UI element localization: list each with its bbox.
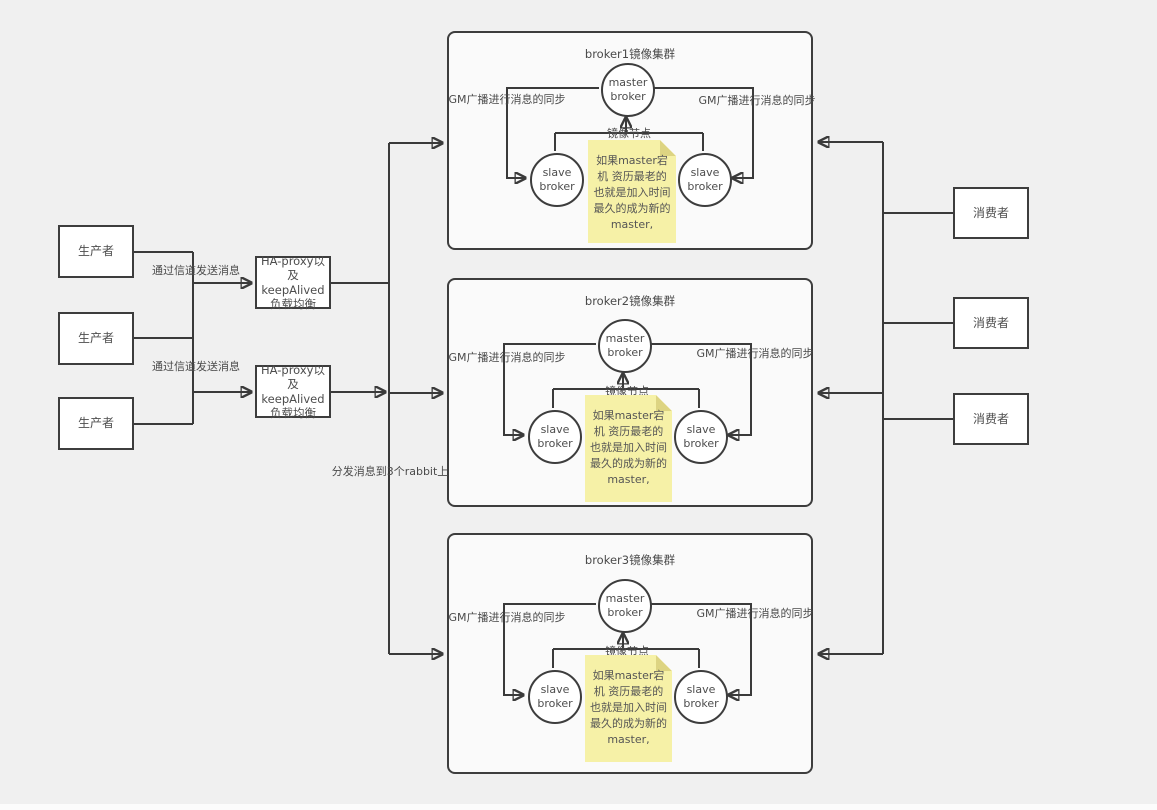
gm-sync-label-left: GM广播进行消息的同步 xyxy=(448,351,566,364)
broker-cluster[interactable]: broker3镜像集群 GM广播进行消息的同步 GM广播进行消息的同步 镜像节点… xyxy=(447,533,814,774)
broker-cluster[interactable]: broker1镜像集群 GM广播进行消息的同步 GM广播进行消息的同步 镜像节点… xyxy=(447,31,816,250)
note-text: 如果master宕 机 资历最老的 也就是加入时间 最久的成为新的 master… xyxy=(590,669,667,746)
mirror-node-label: 镜像节点 xyxy=(607,127,651,140)
gm-sync-label-left: GM广播进行消息的同步 xyxy=(448,611,566,624)
gm-sync-label-left: GM广播进行消息的同步 xyxy=(448,93,566,106)
canvas-bottom-margin xyxy=(0,804,1157,810)
consumer-label: 消费者 xyxy=(972,205,1009,220)
consumer-branch-lines xyxy=(883,212,953,420)
producer-label: 生产者 xyxy=(77,331,114,345)
producer-box-2[interactable]: 生产者 xyxy=(58,312,134,365)
master-broker-node[interactable]: master broker xyxy=(598,319,652,373)
load-balancer-label: HA-proxy以 及 keepAlived 负载均衡 xyxy=(261,362,325,420)
producer-box-1[interactable]: 生产者 xyxy=(58,225,134,278)
consumer-label: 消费者 xyxy=(972,315,1009,330)
consumer-box-3[interactable]: 消费者 xyxy=(953,393,1029,445)
master-broker-node[interactable]: master broker xyxy=(598,579,652,633)
load-balancer-label: HA-proxy以 及 keepAlived 负载均衡 xyxy=(261,253,325,311)
cluster-title: broker3镜像集群 xyxy=(584,553,676,567)
note-text: 如果master宕 机 资历最老的 也就是加入时间 最久的成为新的 master… xyxy=(593,154,671,231)
slave-broker-node-right[interactable]: slave broker xyxy=(674,670,728,724)
slave-broker-node-right[interactable]: slave broker xyxy=(678,153,732,207)
load-balancer-box-1[interactable]: HA-proxy以 及 keepAlived 负载均衡 xyxy=(255,253,331,311)
sticky-note[interactable]: 如果master宕 机 资历最老的 也就是加入时间 最久的成为新的 master… xyxy=(585,655,672,762)
edge-label-distribute[interactable]: 分发消息到3个rabbit上 xyxy=(331,465,449,478)
slave-broker-node-left[interactable]: slave broker xyxy=(528,410,582,464)
gm-sync-label-right: GM广播进行消息的同步 xyxy=(696,347,814,360)
gm-sync-label-right: GM广播进行消息的同步 xyxy=(698,94,816,107)
consumer-box-2[interactable]: 消费者 xyxy=(953,297,1029,349)
edge-label-send-via-channel-2[interactable]: 通过信道发送消息 xyxy=(152,360,240,373)
note-text: 如果master宕 机 资历最老的 也就是加入时间 最久的成为新的 master… xyxy=(590,409,667,486)
sticky-note[interactable]: 如果master宕 机 资历最老的 也就是加入时间 最久的成为新的 master… xyxy=(585,395,672,502)
broker-cluster[interactable]: broker2镜像集群 GM广播进行消息的同步 GM广播进行消息的同步 镜像节点… xyxy=(447,278,814,507)
slave-broker-node-left[interactable]: slave broker xyxy=(528,670,582,724)
edge-label-send-via-channel-1[interactable]: 通过信道发送消息 xyxy=(152,264,240,277)
cluster-title: broker2镜像集群 xyxy=(584,294,676,308)
producer-box-3[interactable]: 生产者 xyxy=(58,397,134,450)
producer-label: 生产者 xyxy=(77,244,114,258)
sticky-note[interactable]: 如果master宕 机 资历最老的 也就是加入时间 最久的成为新的 master… xyxy=(588,140,676,243)
slave-broker-node-left[interactable]: slave broker xyxy=(530,153,584,207)
master-broker-node[interactable]: master broker xyxy=(601,63,655,117)
consumer-label: 消费者 xyxy=(972,411,1009,426)
cluster-title: broker1镜像集群 xyxy=(584,47,676,61)
consumer-box-1[interactable]: 消费者 xyxy=(953,187,1029,239)
producer-label: 生产者 xyxy=(77,416,114,430)
gm-sync-label-right: GM广播进行消息的同步 xyxy=(696,607,814,620)
slave-broker-node-right[interactable]: slave broker xyxy=(674,410,728,464)
load-balancer-box-2[interactable]: HA-proxy以 及 keepAlived 负载均衡 xyxy=(255,362,331,420)
